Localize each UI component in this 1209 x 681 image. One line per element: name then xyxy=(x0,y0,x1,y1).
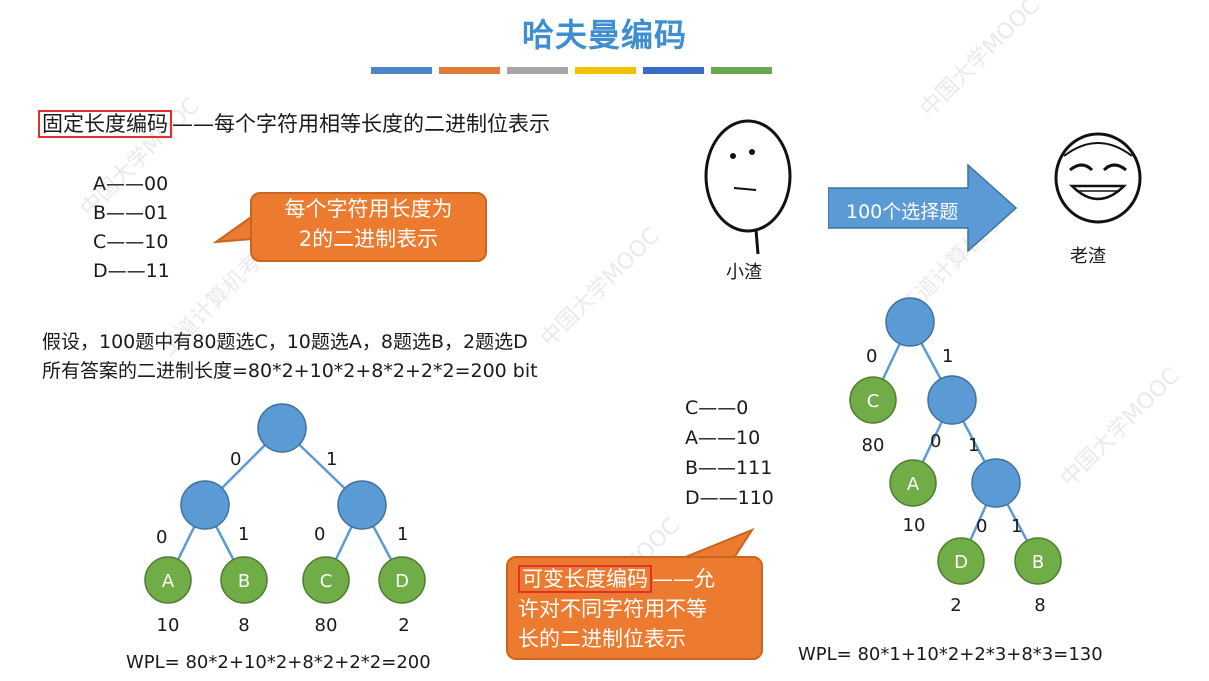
edge-label: 1 xyxy=(968,435,979,456)
tree-node xyxy=(972,459,1020,507)
leaf-weight: 10 xyxy=(903,515,926,536)
edge-label: 1 xyxy=(1011,516,1022,537)
leaf-weight: 80 xyxy=(862,435,885,456)
tree-node xyxy=(886,298,934,346)
tree-node xyxy=(928,376,976,424)
leaf-label: C xyxy=(867,391,880,412)
wpl-variable: WPL= 80*1+10*2+2*3+8*3=130 xyxy=(798,644,1103,665)
leaf-label: D xyxy=(954,552,968,573)
edge-label: 1 xyxy=(942,346,953,367)
edge-label: 0 xyxy=(976,516,987,537)
leaf-label: A xyxy=(907,474,920,495)
edge-label: 0 xyxy=(930,431,941,452)
leaf-label: B xyxy=(1032,552,1044,573)
edge-label: 0 xyxy=(866,346,877,367)
leaf-weight: 8 xyxy=(1034,595,1045,616)
leaf-weight: 2 xyxy=(950,595,961,616)
